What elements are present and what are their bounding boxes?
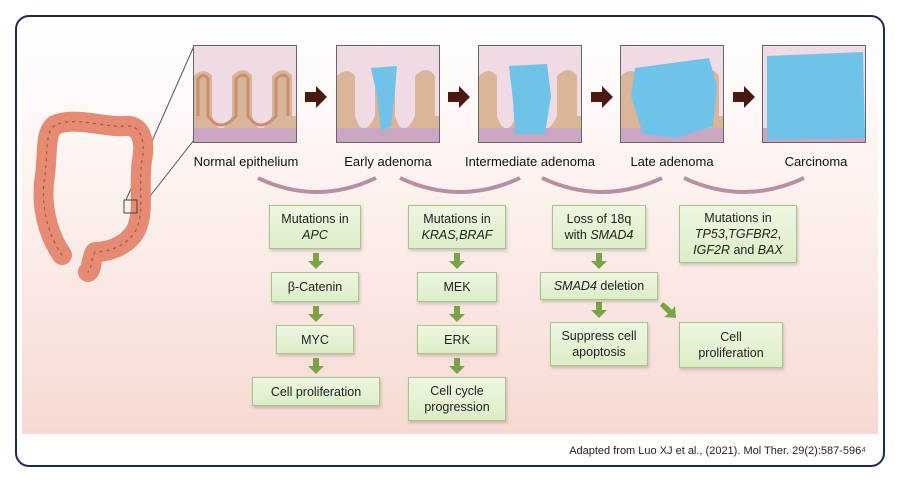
figure-caption: Adapted from Luo XJ et al., (2021). Mol … bbox=[569, 445, 866, 457]
bracket-2 bbox=[399, 176, 521, 194]
gene-kras-braf: KRAS,BRAF bbox=[421, 228, 493, 242]
tumor-cells bbox=[767, 52, 865, 140]
box-text: Cell bbox=[720, 330, 742, 344]
box-text: Loss of 18q bbox=[566, 212, 632, 226]
box-text: Suppress cell bbox=[561, 329, 637, 343]
gene-igf2r: IGF2R bbox=[693, 243, 730, 257]
arrow-down-icon bbox=[591, 253, 607, 269]
box-text: deletion bbox=[596, 279, 645, 293]
box-mutations-apc: Mutations in APC bbox=[269, 205, 361, 249]
box-text: proliferation bbox=[698, 346, 764, 360]
tumor-cells bbox=[371, 66, 397, 131]
arrow-down-icon bbox=[449, 306, 465, 322]
box-text: Cell proliferation bbox=[270, 384, 362, 399]
box-cell-proliferation-apc: Cell proliferation bbox=[252, 377, 380, 406]
stage-label-early: Early adenoma bbox=[344, 154, 432, 169]
stage-arrow-4 bbox=[733, 86, 755, 108]
box-mek: MEK bbox=[417, 272, 497, 302]
box-text-line: TP53,TGFBR2, bbox=[680, 226, 796, 242]
colon-icon bbox=[33, 111, 154, 282]
box-text: ERK bbox=[444, 332, 470, 347]
arrow-down-icon bbox=[449, 253, 465, 269]
arrow-diagonal-icon bbox=[660, 302, 676, 318]
arrow-down-icon bbox=[449, 358, 465, 374]
stage-label-late: Late adenoma bbox=[630, 154, 714, 169]
gene-bax: BAX bbox=[757, 243, 783, 257]
stage-arrow-2 bbox=[448, 86, 470, 108]
gene-smad4: SMAD4 bbox=[590, 228, 634, 242]
box-text: with bbox=[564, 228, 591, 242]
box-beta-catenin: β-Catenin bbox=[271, 272, 359, 302]
box-text: Mutations in bbox=[423, 212, 491, 226]
stage-image-early bbox=[336, 45, 440, 143]
box-text-line: IGF2R and BAX bbox=[680, 242, 796, 258]
box-cell-proliferation-smad4: Cell proliferation bbox=[679, 322, 783, 368]
bracket-1 bbox=[257, 176, 377, 194]
gene-apc: APC bbox=[302, 228, 328, 242]
stage-image-carcinoma bbox=[762, 45, 866, 143]
box-text-line: SMAD4 deletion bbox=[541, 278, 657, 294]
box-text: progression bbox=[424, 400, 490, 414]
stage-arrow-3 bbox=[591, 86, 613, 108]
arrow-down-icon bbox=[308, 306, 324, 322]
box-text: Mutations in bbox=[281, 212, 349, 226]
box-suppress-apoptosis: Suppress cell apoptosis bbox=[550, 322, 648, 366]
box-text: Mutations in bbox=[704, 211, 772, 225]
gene-tgfbr2: TGFBR2 bbox=[728, 227, 778, 241]
tumor-cells bbox=[631, 58, 717, 138]
arrow-down-icon bbox=[308, 253, 324, 269]
crypt-icon bbox=[194, 46, 296, 142]
crypt-icon bbox=[763, 46, 865, 142]
stage-image-normal bbox=[193, 45, 297, 143]
arrow-down-icon bbox=[591, 302, 607, 318]
box-erk: ERK bbox=[417, 325, 497, 354]
stage-label-carcinoma: Carcinoma bbox=[784, 154, 848, 169]
tumor-cells bbox=[509, 64, 551, 134]
crypt-icon bbox=[479, 46, 581, 142]
bracket-4 bbox=[683, 176, 805, 194]
crypt-icon bbox=[621, 46, 723, 142]
box-text: and bbox=[729, 243, 758, 257]
box-text-line: with SMAD4 bbox=[553, 227, 645, 243]
box-smad4-deletion: SMAD4 deletion bbox=[540, 272, 658, 300]
box-text: apoptosis bbox=[572, 345, 626, 359]
stage-arrow-1 bbox=[305, 86, 327, 108]
box-loss-18q: Loss of 18q with SMAD4 bbox=[552, 205, 646, 249]
box-text: MYC bbox=[301, 332, 329, 347]
bracket-3 bbox=[541, 176, 663, 194]
box-text: β-Catenin bbox=[287, 280, 343, 294]
box-myc: MYC bbox=[276, 325, 354, 354]
stage-image-intermediate bbox=[478, 45, 582, 143]
stage-label-normal: Normal epithelium bbox=[193, 154, 299, 169]
box-text: MEK bbox=[443, 280, 471, 294]
box-text: , bbox=[777, 227, 782, 241]
stage-label-intermediate: Intermediate adenoma bbox=[464, 154, 596, 169]
box-cell-cycle-progression: Cell cycle progression bbox=[408, 377, 506, 421]
crypt-icon bbox=[337, 46, 439, 142]
box-mutations-tp53: Mutations in TP53,TGFBR2, IGF2R and BAX bbox=[679, 205, 797, 263]
zoom-box bbox=[123, 199, 138, 214]
stage-image-late bbox=[620, 45, 724, 143]
box-text: , bbox=[724, 227, 729, 241]
arrow-down-icon bbox=[308, 358, 324, 374]
gene-tp53: TP53 bbox=[694, 227, 725, 241]
box-mutations-kras: Mutations in KRAS,BRAF bbox=[408, 205, 506, 249]
gene-smad4: SMAD4 bbox=[553, 279, 597, 293]
box-text: Cell cycle bbox=[430, 384, 484, 398]
